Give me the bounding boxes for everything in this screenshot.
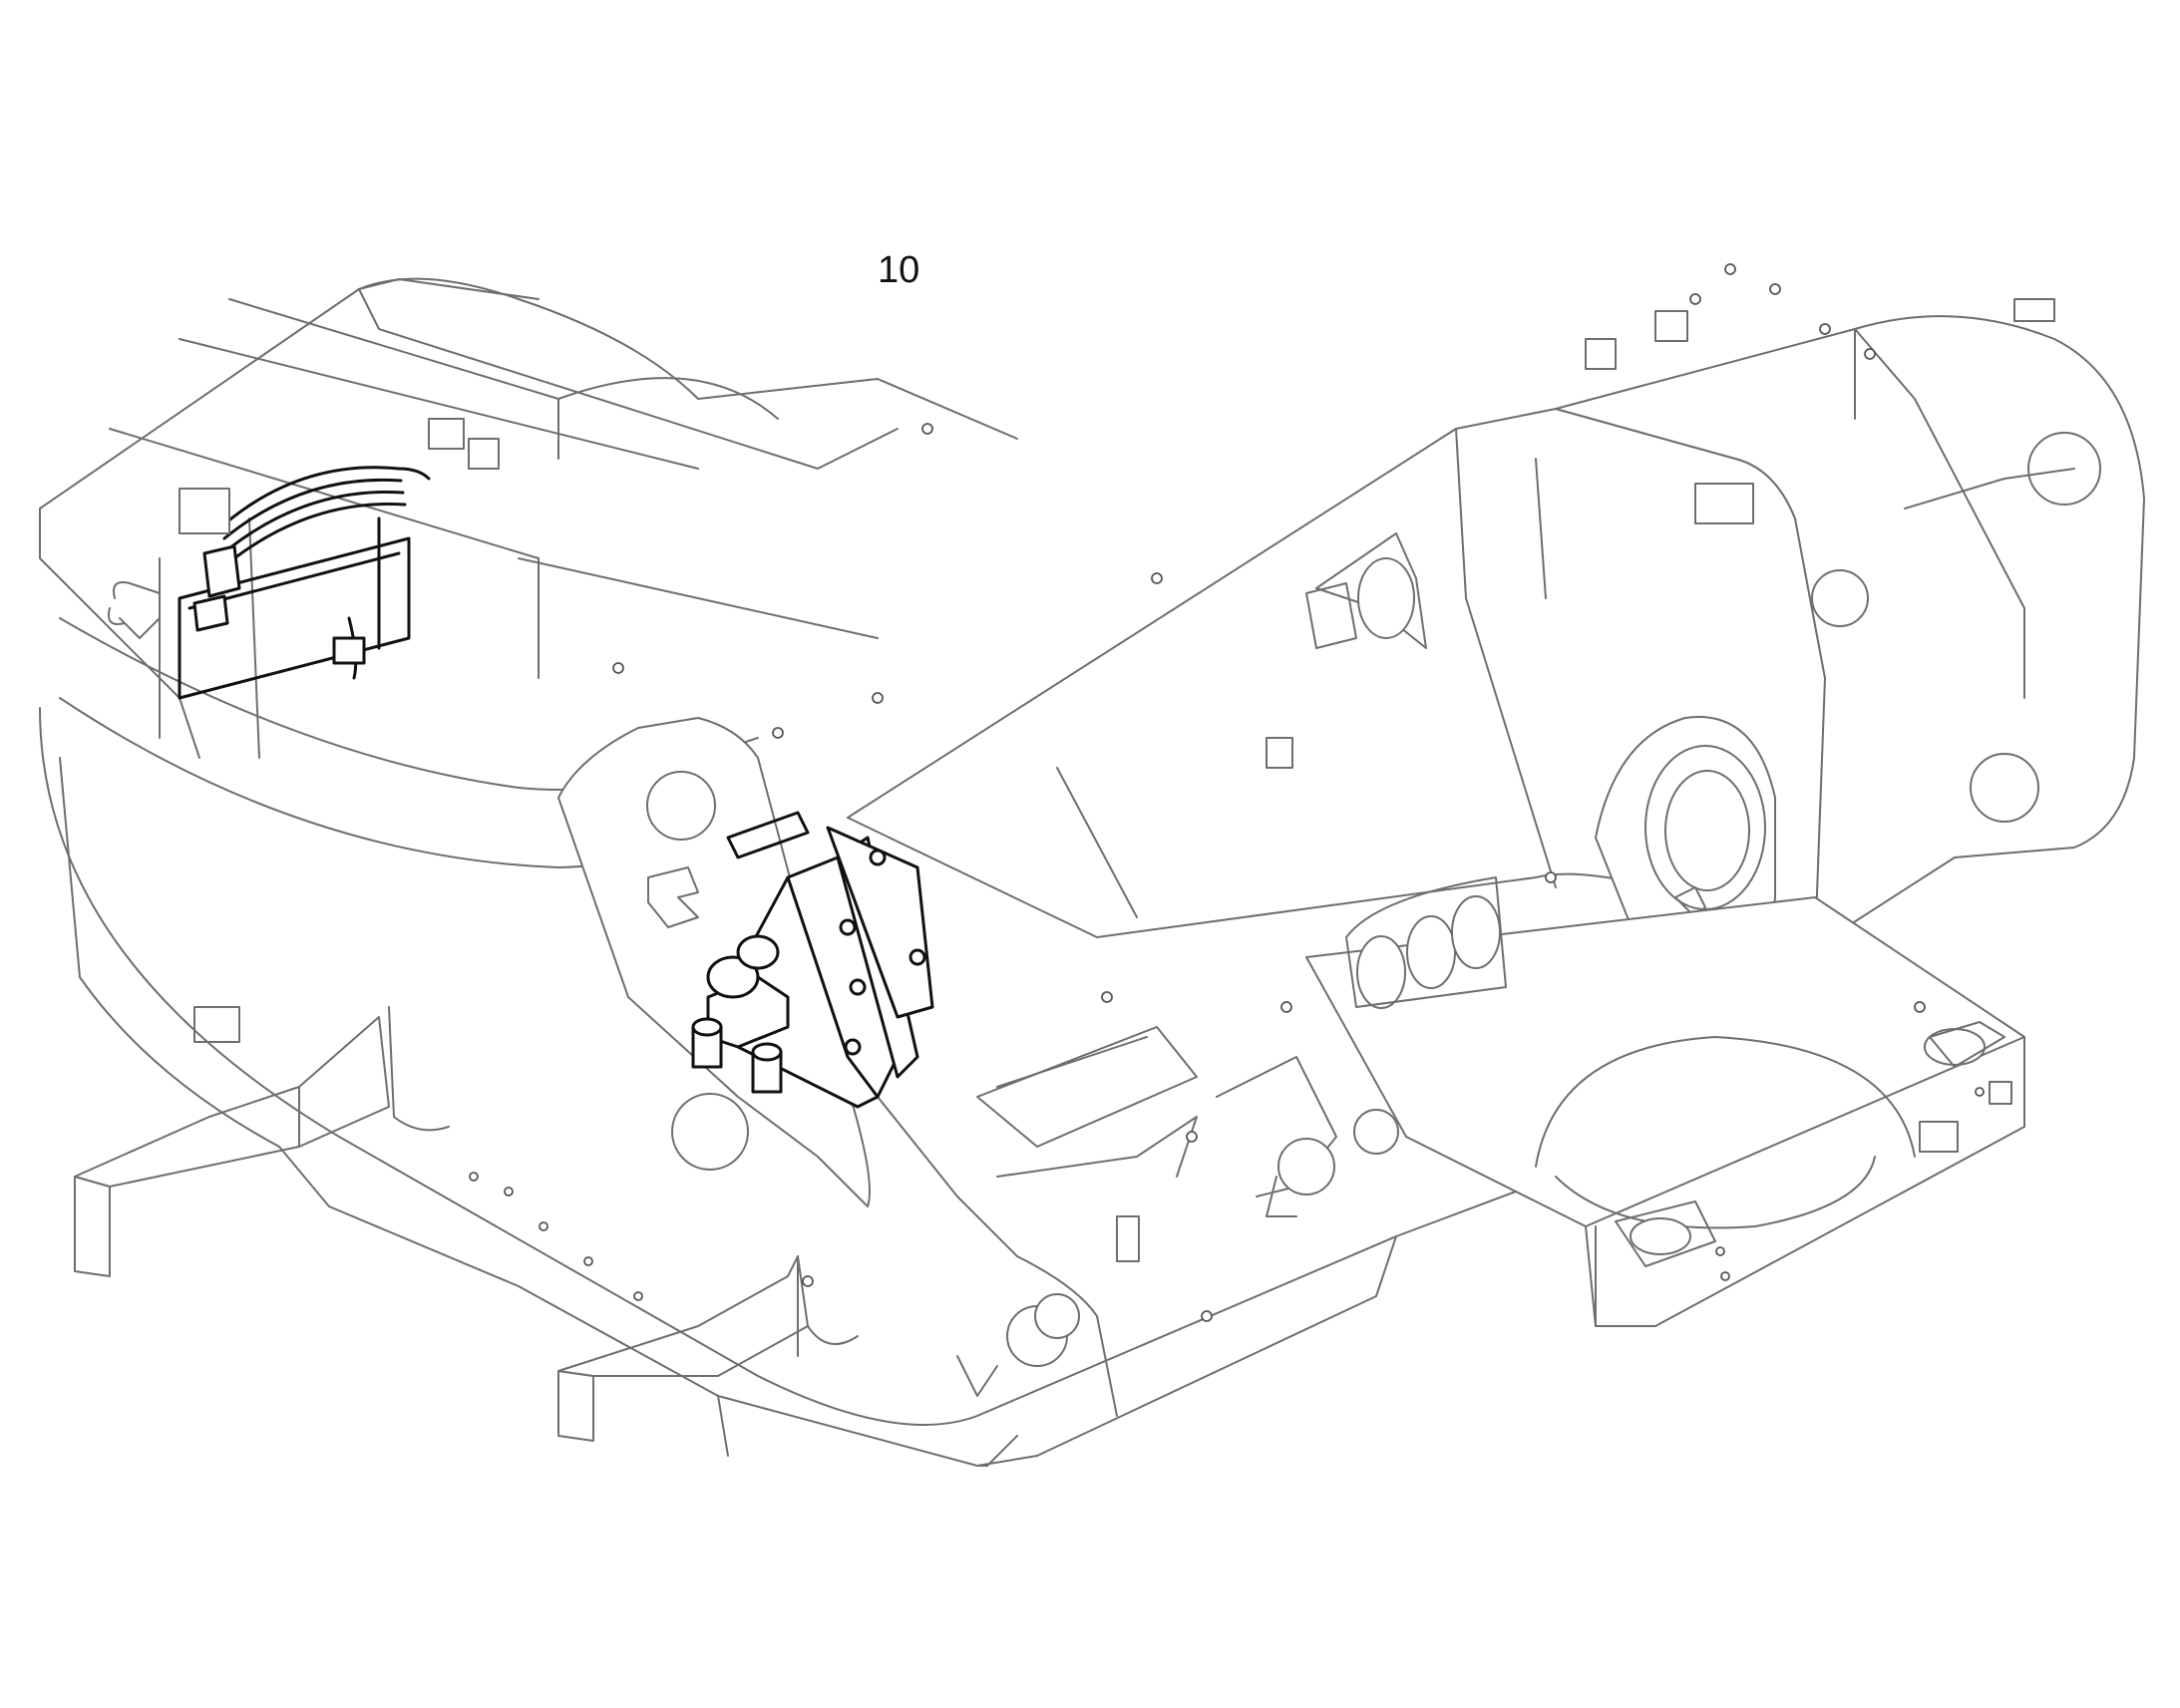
hydraulic-valve-bracket: [108, 418, 500, 700]
center-lugs: [1345, 876, 1507, 1009]
boom-head: [1555, 263, 2145, 948]
lower-frame-rails: [39, 707, 1557, 1467]
rear-frame-section: [39, 277, 1018, 868]
highlighted-mount-assembly: [691, 811, 934, 1109]
left-side-plate: [557, 717, 871, 1207]
right-base-frame: [1305, 896, 2025, 1327]
callout-number: 10: [878, 249, 920, 291]
right-cross-beam: [557, 1255, 859, 1442]
left-cross-beam: [74, 1006, 450, 1277]
lower-pivot-brackets: [877, 1026, 1399, 1417]
boom-mount-bracket: [1305, 532, 1427, 649]
fastener-points: [612, 423, 1926, 1322]
